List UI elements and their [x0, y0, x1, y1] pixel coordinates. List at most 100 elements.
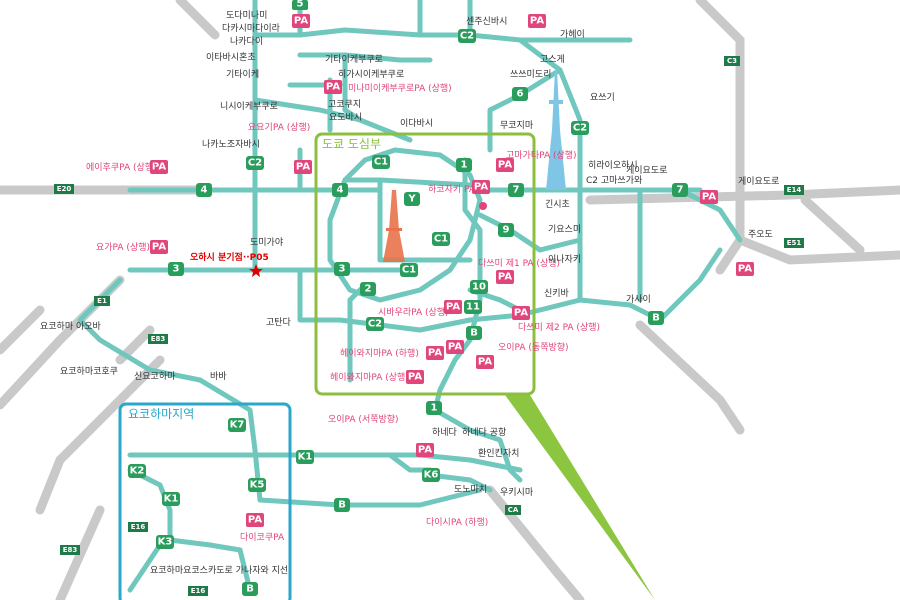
shield-k6: K6: [422, 468, 440, 482]
svg-text:PA: PA: [478, 357, 492, 368]
svg-text:E83: E83: [151, 335, 166, 343]
shield-r2: 2: [360, 282, 376, 296]
svg-text:오이PA (동쪽방향): 오이PA (동쪽방향): [498, 341, 569, 353]
svg-text:다쓰미 제2 PA (상행): 다쓰미 제2 PA (상행): [518, 321, 600, 333]
shield-rb1: B: [466, 326, 482, 340]
shield-c1c: C1: [400, 263, 418, 277]
tokyo-center-frame: [314, 132, 536, 396]
shield-r6: 6: [512, 87, 528, 101]
svg-text:1: 1: [431, 403, 438, 414]
shield-rb3: B: [334, 498, 350, 512]
junction-dot-icon: [479, 202, 487, 210]
svg-text:PA: PA: [446, 302, 460, 313]
svg-text:C2: C2: [460, 31, 474, 42]
yokohama-area-frame: [118, 402, 292, 600]
shield-c2b: C2: [458, 29, 476, 43]
svg-text:요요기PA (상행): 요요기PA (상행): [248, 121, 310, 133]
svg-text:오이PA (서쪽방향): 오이PA (서쪽방향): [328, 413, 399, 425]
svg-text:PA: PA: [294, 16, 308, 27]
shield-r3a: 3: [168, 262, 184, 276]
svg-text:하네다: 하네다: [432, 427, 458, 438]
svg-text:요가PA (상행): 요가PA (상행): [96, 241, 150, 253]
svg-text:PA: PA: [448, 342, 462, 353]
shield-c1a: C1: [372, 155, 390, 169]
svg-text:PA: PA: [152, 162, 166, 173]
svg-text:PA: PA: [152, 242, 166, 253]
svg-text:다카시마다이라: 다카시마다이라: [222, 23, 281, 34]
svg-text:C1: C1: [374, 157, 388, 168]
svg-text:요코하마요코스카도로 가나자와 지선: 요코하마요코스카도로 가나자와 지선: [150, 564, 288, 576]
ohashi-junction-star-icon: [249, 264, 263, 277]
shield-r5: 5: [292, 0, 308, 10]
svg-text:고마가타PA (상행): 고마가타PA (상행): [506, 149, 577, 161]
svg-text:C2: C2: [368, 319, 382, 330]
svg-text:K3: K3: [158, 537, 173, 548]
svg-text:히라이오하시: 히라이오하시: [588, 160, 638, 171]
svg-text:다쓰미 제1 PA (상행): 다쓰미 제1 PA (상행): [478, 257, 560, 269]
svg-text:나카노조자바시: 나카노조자바시: [202, 139, 260, 150]
svg-text:요코하마 아오바: 요코하마 아오바: [40, 321, 102, 332]
svg-text:B: B: [470, 328, 478, 339]
svg-text:7: 7: [513, 185, 520, 196]
shield-r7a: 7: [508, 183, 524, 197]
shield-r7b: 7: [672, 183, 688, 197]
svg-text:PA: PA: [530, 16, 544, 27]
svg-text:고스게: 고스게: [540, 54, 565, 65]
pa-marker: PA: [150, 160, 168, 174]
svg-text:가사이: 가사이: [626, 294, 651, 305]
svg-text:B: B: [246, 584, 254, 595]
svg-text:주오도: 주오도: [748, 229, 773, 240]
svg-text:도다미나미: 도다미나미: [226, 10, 267, 21]
pa-marker: PA: [700, 190, 718, 204]
svg-text:11: 11: [466, 302, 480, 313]
svg-text:게이요도로: 게이요도로: [738, 176, 779, 187]
svg-text:PA: PA: [738, 264, 752, 275]
svg-text:PA: PA: [498, 160, 512, 171]
pa-marker: PA: [406, 370, 424, 384]
svg-text:E83: E83: [63, 546, 78, 554]
svg-text:6: 6: [517, 89, 524, 100]
route-shields: C1 C1 C1 C2 C2 C2 C2 1 1 2 3 3 4 4 5 6 7…: [128, 0, 688, 596]
svg-text:게이요도로: 게이요도로: [626, 165, 667, 176]
svg-text:3: 3: [173, 264, 180, 275]
svg-text:B: B: [652, 313, 660, 324]
shield-c2d: C2: [366, 317, 384, 331]
svg-text:하네다 공항: 하네다 공항: [462, 427, 506, 438]
svg-text:E51: E51: [787, 239, 802, 247]
svg-text:센주신바시: 센주신바시: [466, 16, 507, 27]
pa-markers: PA PA PA PA PA PA PA PA PA PA PA PA PA P…: [150, 14, 754, 527]
place-labels: 도다미나미 다카시마다이라 나카다이 이타바시혼초 기타이케부쿠로 히가시이케부…: [40, 10, 779, 576]
svg-text:PA: PA: [418, 445, 432, 456]
svg-text:7: 7: [677, 185, 684, 196]
shield-rb4: B: [242, 582, 258, 596]
svg-text:고코쿠지: 고코쿠지: [328, 99, 361, 110]
svg-text:다이코쿠PA: 다이코쿠PA: [240, 532, 285, 543]
svg-text:PA: PA: [408, 372, 422, 383]
svg-text:기타이케부쿠로: 기타이케부쿠로: [325, 54, 383, 65]
svg-text:가헤이: 가헤이: [560, 28, 585, 40]
pa-marker: PA: [512, 306, 530, 320]
svg-text:K6: K6: [424, 470, 439, 481]
svg-text:요코하마코호쿠: 요코하마코호쿠: [60, 366, 118, 377]
svg-text:PA: PA: [474, 182, 488, 193]
svg-text:오하시 분기점··P05: 오하시 분기점··P05: [190, 251, 269, 263]
svg-text:E20: E20: [57, 185, 72, 193]
shield-r3b: 3: [334, 262, 350, 276]
expressway-shields: E20 E14 E51 C3 E1 E83 E83 E16 E16 CA: [54, 56, 804, 596]
svg-text:Y: Y: [407, 194, 416, 205]
shield-k1b: K1: [162, 492, 180, 506]
shield-k2: K2: [128, 464, 146, 478]
svg-text:4: 4: [201, 185, 208, 196]
tokyo-center-title: 도쿄 도심부: [322, 137, 381, 151]
pa-marker: PA: [426, 346, 444, 360]
pa-marker: PA: [496, 158, 514, 172]
pa-marker: PA: [324, 80, 342, 94]
svg-text:K2: K2: [130, 466, 145, 477]
svg-text:1: 1: [461, 160, 468, 171]
svg-text:시바우라PA (상행): 시바우라PA (상행): [378, 306, 449, 318]
svg-text:PA: PA: [296, 162, 310, 173]
svg-text:도노마치: 도노마치: [454, 483, 487, 495]
tokyo-tower-icon: [383, 190, 405, 262]
shield-r10: 10: [470, 280, 488, 294]
